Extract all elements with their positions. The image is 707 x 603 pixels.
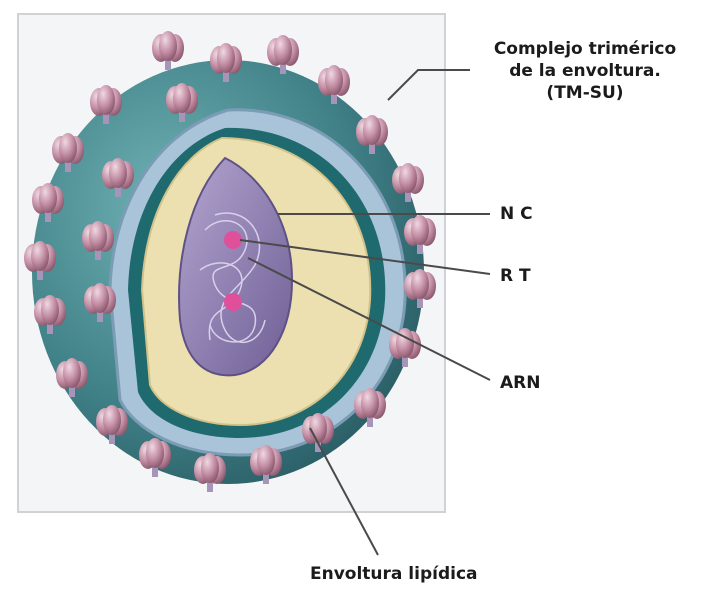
label-envelope-trimeric-complex: Complejo trimérico de la envoltura. (TM-… [470, 38, 700, 104]
label-arn: ARN [500, 372, 540, 394]
reverse-transcriptase-1 [224, 231, 242, 249]
label-complex-line2: de la envoltura. [470, 60, 700, 82]
label-complex-line3: (TM-SU) [470, 82, 700, 104]
label-rt: R T [500, 265, 531, 287]
label-complex-line1: Complejo trimérico [470, 38, 700, 60]
label-lipid-envelope: Envoltura lipídica [310, 563, 478, 585]
label-nc: N C [500, 203, 533, 225]
reverse-transcriptase-2 [224, 293, 242, 311]
